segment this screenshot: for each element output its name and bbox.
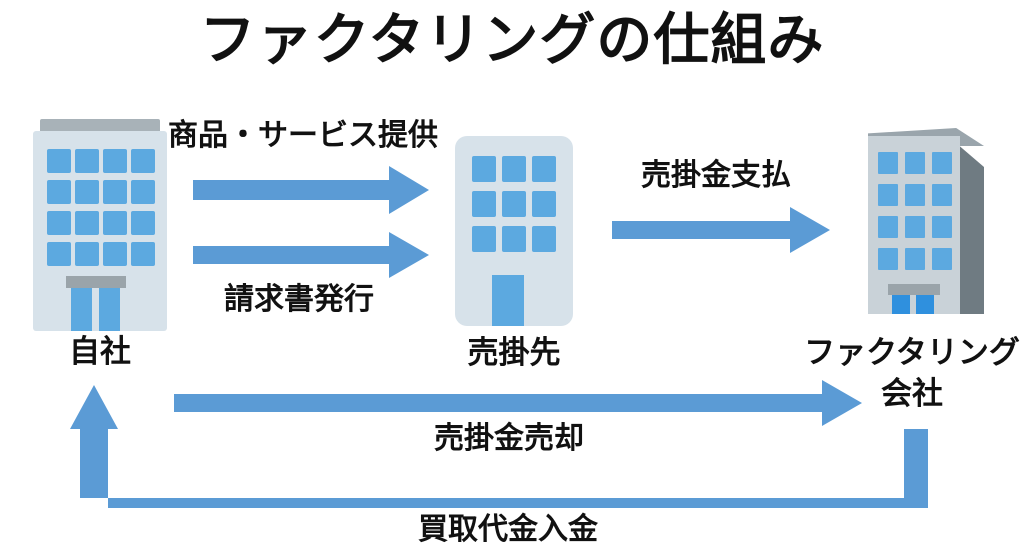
building-window bbox=[472, 156, 496, 182]
flow-label-receivable-payment: 売掛金支払 bbox=[641, 159, 791, 192]
building-door bbox=[892, 295, 910, 314]
building-accounts-receivable-client bbox=[455, 136, 573, 326]
building-side-face bbox=[956, 143, 984, 314]
building-window bbox=[532, 156, 556, 182]
building-window bbox=[103, 180, 127, 204]
flow-label-purchase-proceeds: 買取代金入金 bbox=[418, 513, 598, 546]
building-window bbox=[47, 242, 71, 266]
entity-label-factoring-company-line2: 会社 bbox=[881, 376, 943, 411]
flow-label-goods-services: 商品・サービス提供 bbox=[168, 119, 438, 152]
entity-label-own-company: 自社 bbox=[69, 334, 131, 369]
building-own-company bbox=[33, 119, 167, 331]
building-door bbox=[916, 295, 934, 314]
building-window bbox=[131, 242, 155, 266]
building-window bbox=[878, 248, 898, 270]
building-window bbox=[905, 248, 925, 270]
building-entrance-lintel bbox=[66, 276, 126, 288]
building-window bbox=[47, 180, 71, 204]
building-window bbox=[932, 248, 952, 270]
arrow-receivable-payment bbox=[612, 207, 830, 253]
building-window bbox=[131, 180, 155, 204]
building-window bbox=[131, 149, 155, 173]
building-window bbox=[131, 211, 155, 235]
building-window bbox=[878, 152, 898, 174]
building-window bbox=[502, 156, 526, 182]
building-door bbox=[492, 275, 524, 326]
building-window bbox=[103, 242, 127, 266]
building-window bbox=[932, 216, 952, 238]
building-door bbox=[71, 288, 92, 331]
building-window bbox=[905, 216, 925, 238]
building-window bbox=[75, 211, 99, 235]
building-window bbox=[103, 149, 127, 173]
building-window bbox=[932, 184, 952, 206]
arrow-invoice-issue bbox=[193, 232, 429, 278]
building-window bbox=[532, 191, 556, 217]
building-door bbox=[99, 288, 120, 331]
arrow-goods-services bbox=[193, 166, 429, 214]
building-window bbox=[472, 191, 496, 217]
building-roof bbox=[40, 119, 160, 133]
building-window bbox=[878, 184, 898, 206]
building-window bbox=[905, 184, 925, 206]
building-window bbox=[75, 149, 99, 173]
page-title: ファクタリングの仕組み bbox=[199, 8, 825, 71]
building-window bbox=[932, 152, 952, 174]
arrow-receivable-sale bbox=[174, 380, 862, 426]
building-window bbox=[103, 211, 127, 235]
building-window bbox=[75, 242, 99, 266]
flow-label-invoice-issue: 請求書発行 bbox=[224, 283, 374, 316]
flow-label-receivable-sale: 売掛金売却 bbox=[434, 422, 584, 455]
building-entrance-lintel bbox=[888, 284, 940, 295]
entity-label-accounts-receivable-client: 売掛先 bbox=[467, 335, 561, 370]
entity-label-factoring-company-line1: ファクタリング bbox=[804, 335, 1020, 370]
building-window bbox=[532, 226, 556, 252]
building-window bbox=[75, 180, 99, 204]
building-factoring-company bbox=[862, 128, 984, 314]
arrow-purchase-proceeds bbox=[70, 385, 928, 508]
building-window bbox=[502, 226, 526, 252]
building-window bbox=[47, 149, 71, 173]
building-window bbox=[878, 216, 898, 238]
building-window bbox=[472, 226, 496, 252]
building-window bbox=[47, 211, 71, 235]
building-window bbox=[905, 152, 925, 174]
building-window bbox=[502, 191, 526, 217]
